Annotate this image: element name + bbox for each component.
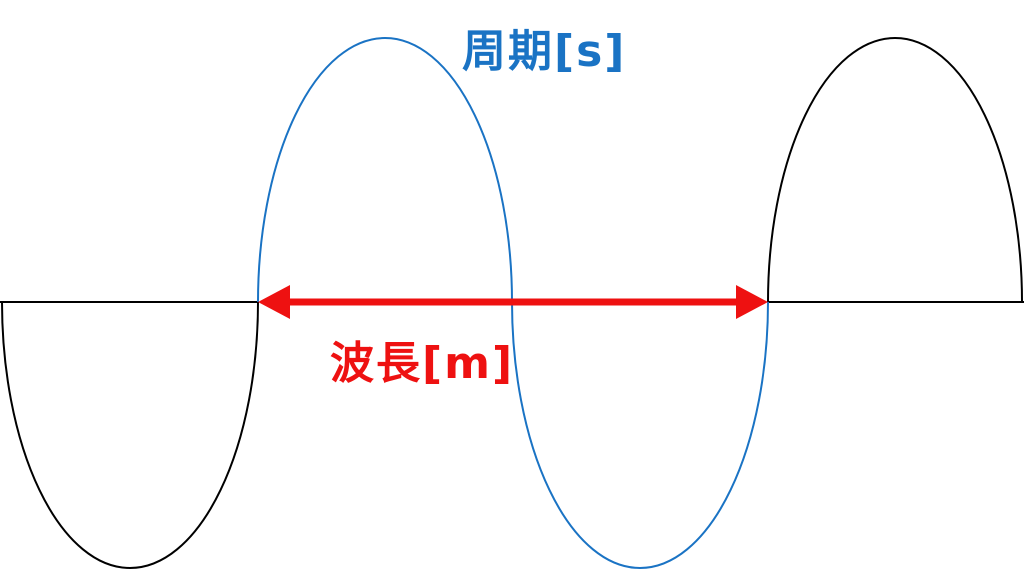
wave-crest-right	[767, 37, 1023, 303]
wave-crest-highlighted	[257, 37, 513, 303]
wavelength-arrow	[258, 285, 768, 319]
wave-trough-left	[1, 301, 259, 569]
period-label: 周期[s]	[462, 26, 627, 77]
wavelength-label: 波長[m]	[330, 338, 515, 389]
wave-trough-highlighted	[511, 301, 769, 569]
arrowhead-left	[258, 285, 290, 319]
arrowhead-right	[736, 285, 768, 319]
